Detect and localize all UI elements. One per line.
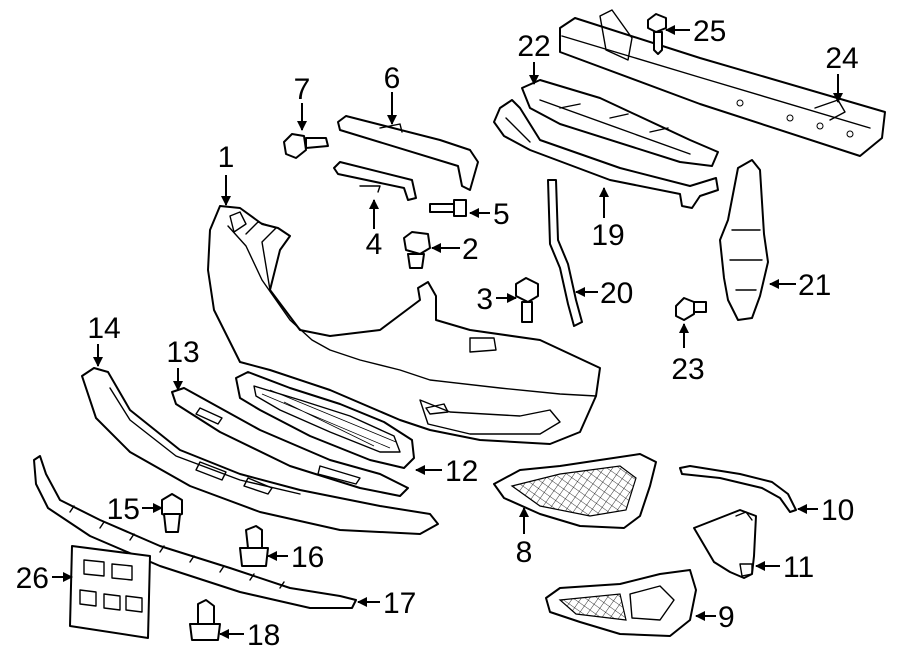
bumper-reinforcement <box>559 9 886 157</box>
callout-13: 13 <box>166 336 199 369</box>
side-bracket <box>547 179 583 327</box>
callout-26: 26 <box>16 562 49 595</box>
callout-2: 2 <box>462 233 479 266</box>
screw-5 <box>429 199 467 217</box>
clip-18 <box>189 599 221 641</box>
bolt-7 <box>283 133 329 159</box>
bolt-23 <box>675 297 707 321</box>
callout-15: 15 <box>107 493 140 526</box>
callout-10: 10 <box>821 494 854 527</box>
fog-grille-9 <box>545 569 697 637</box>
callout-9: 9 <box>718 601 735 634</box>
callout-12: 12 <box>445 455 478 488</box>
callout-8: 8 <box>516 536 533 569</box>
callout-19: 19 <box>591 219 624 252</box>
center-grille <box>235 371 415 469</box>
callout-labels: 1 2 3 4 5 6 7 8 9 10 11 12 13 14 15 16 1… <box>16 15 859 652</box>
callout-4: 4 <box>366 228 383 261</box>
callout-20: 20 <box>600 277 633 310</box>
clip-2 <box>403 231 431 269</box>
callout-3: 3 <box>476 283 493 316</box>
upper-absorber <box>521 79 719 167</box>
lower-bracket-4 <box>333 161 417 201</box>
callout-7: 7 <box>294 73 311 106</box>
license-bracket <box>69 545 151 639</box>
callout-1: 1 <box>218 141 235 174</box>
callout-25: 25 <box>693 15 726 48</box>
callout-16: 16 <box>291 541 324 574</box>
bracket-11 <box>693 509 757 579</box>
bolt-3 <box>515 277 539 323</box>
side-bracket-21 <box>719 159 769 321</box>
callout-24: 24 <box>825 42 858 75</box>
callout-11: 11 <box>783 551 814 584</box>
callout-21: 21 <box>798 269 831 302</box>
bolt-16 <box>239 525 269 567</box>
lower-strip-13 <box>171 387 409 497</box>
clip-15 <box>161 493 183 533</box>
callout-22: 22 <box>517 30 550 63</box>
trim-molding <box>679 465 797 513</box>
lower-spoiler <box>81 367 439 535</box>
bumper-cover <box>207 205 601 445</box>
callout-6: 6 <box>384 62 401 95</box>
upper-support <box>493 99 719 209</box>
callout-18: 18 <box>247 619 280 652</box>
lower-trim <box>33 455 357 609</box>
callout-23: 23 <box>671 353 704 386</box>
upper-bracket-6 <box>337 115 479 191</box>
callout-14: 14 <box>87 312 120 345</box>
fog-grille-8 <box>493 453 657 529</box>
leader-lines <box>52 25 843 639</box>
callout-17: 17 <box>383 587 416 620</box>
callout-5: 5 <box>493 198 510 231</box>
